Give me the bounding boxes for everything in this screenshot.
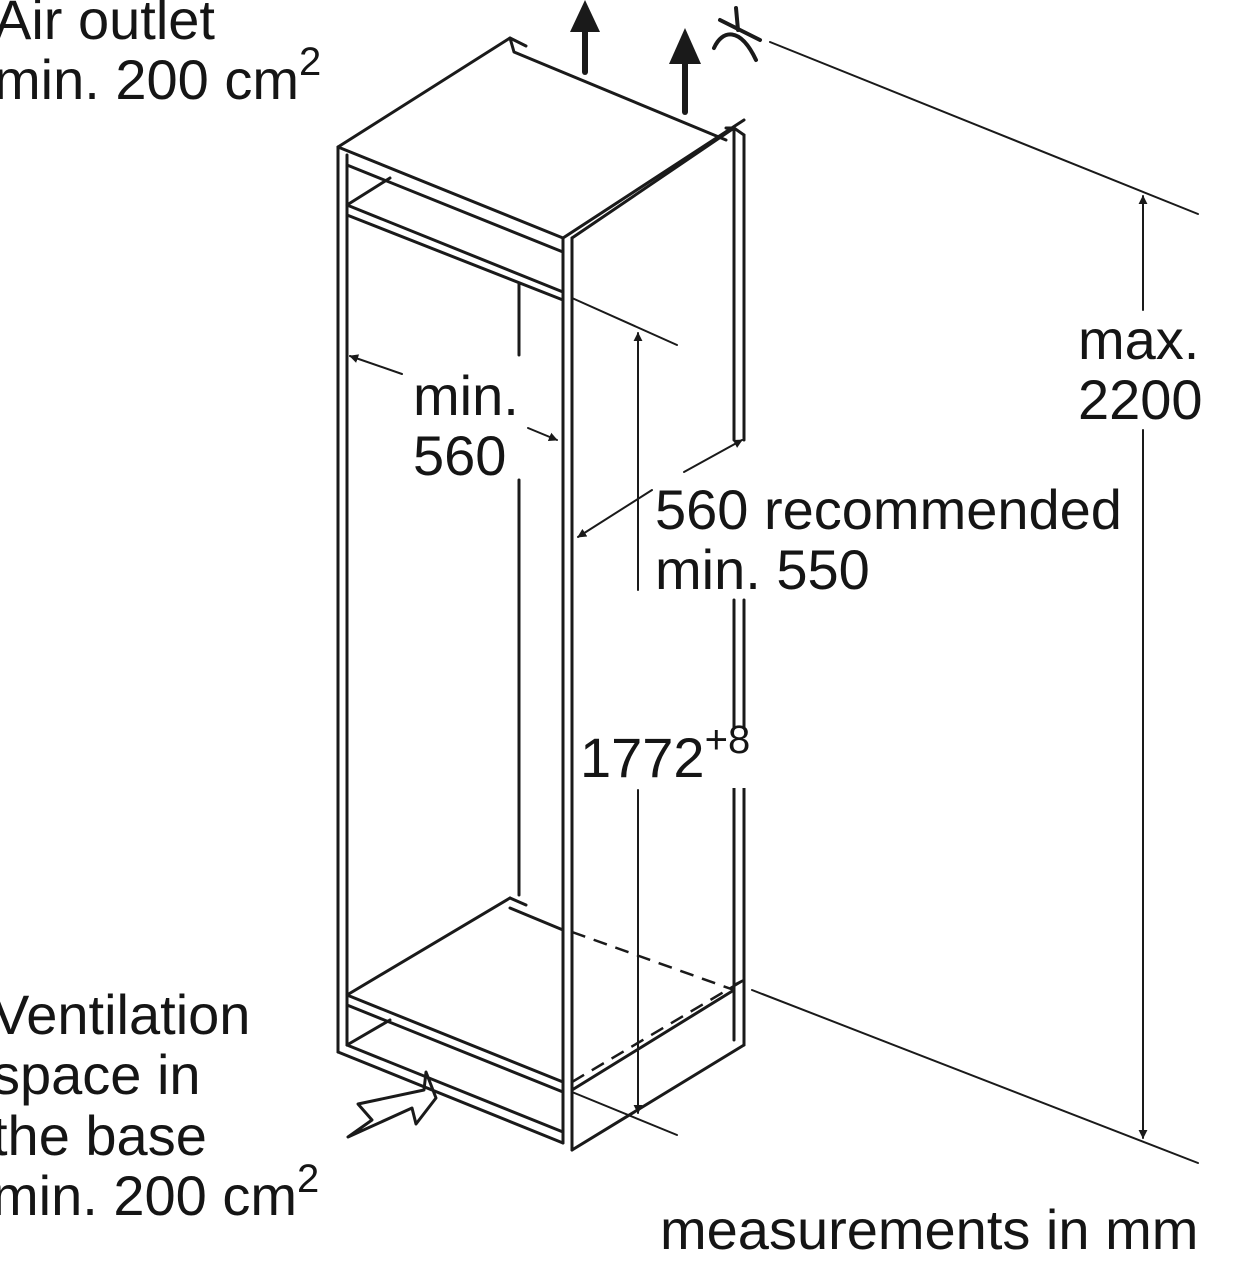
max-height-label: max. 2200: [1078, 310, 1203, 430]
ceiling-mount-icon: [712, 6, 762, 62]
width-dimension: [349, 354, 558, 442]
up-arrow-icon: [570, 0, 600, 32]
min-width-line1: min.: [413, 364, 519, 427]
ventilation-line3: the base: [0, 1103, 207, 1167]
niche-height-value: 1772: [580, 726, 705, 789]
cabinet-niche: [336, 36, 746, 1152]
ventilation-line1: Ventilation: [0, 983, 251, 1046]
air-outlet-label: Air outlet min. 200 cm2: [0, 0, 321, 110]
max-height-dimension: [751, 41, 1199, 1164]
depth-dimension: [577, 439, 743, 538]
up-arrow-icon: [669, 28, 701, 64]
right-up-arrow-icon: [346, 1070, 438, 1139]
ventilation-inlet-arrow: [346, 1070, 438, 1139]
max-height-value: 2200: [1078, 367, 1203, 431]
niche-height-label: 1772+8: [580, 720, 751, 789]
niche-height-dimension: [571, 297, 678, 1136]
recommended-depth-line2: min. 550: [655, 537, 870, 601]
air-outlet-line1: Air outlet: [0, 0, 215, 51]
niche-height-tolerance: +8: [704, 718, 751, 763]
recommended-depth-label: 560 recommended min. 550: [655, 480, 1122, 600]
ventilation-base-label: Ventilation space in the base min. 200 c…: [0, 983, 320, 1228]
air-outlet-line2: min. 200 cm2: [0, 40, 322, 111]
min-width-label: min. 560: [413, 366, 519, 486]
recommended-depth-line1: 560 recommended: [655, 478, 1122, 541]
units-note: measurements in mm: [660, 1198, 1199, 1261]
ventilation-line4: min. 200 cm2: [0, 1156, 320, 1228]
min-width-value: 560: [413, 423, 507, 487]
max-height-line1: max.: [1078, 308, 1200, 371]
air-outlet-arrows: [570, 0, 701, 115]
ventilation-line2: space in: [0, 1043, 201, 1107]
